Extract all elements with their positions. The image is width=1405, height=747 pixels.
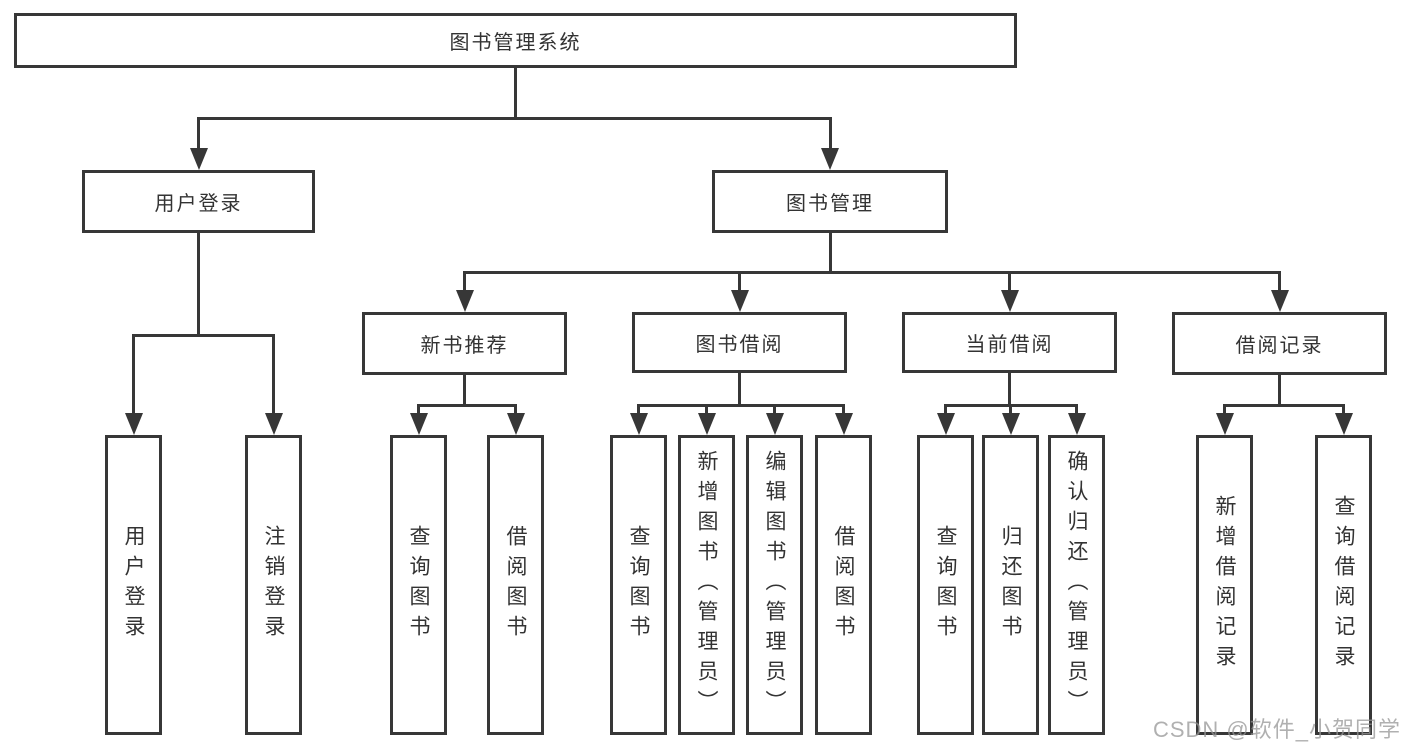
node-label: 借阅图书 bbox=[504, 525, 527, 645]
node-label: 新增图书（管理员） bbox=[695, 450, 718, 720]
leaf-current-confirm-return-admin: 确认归还（管理员） bbox=[1048, 435, 1105, 735]
node-label: 用户登录 bbox=[154, 193, 243, 215]
connector-line bbox=[272, 335, 275, 414]
node-label: 新增借阅记录 bbox=[1213, 495, 1236, 675]
connector-line bbox=[514, 68, 517, 120]
leaf-current-return-books: 归还图书 bbox=[982, 435, 1039, 735]
arrow-down-icon bbox=[409, 413, 428, 435]
node-root-system: 图书管理系统 bbox=[14, 13, 1017, 68]
connector-line bbox=[1278, 375, 1281, 407]
arrow-down-icon bbox=[455, 290, 474, 312]
node-label: 确认归还（管理员） bbox=[1065, 450, 1088, 720]
connector-line bbox=[1009, 405, 1012, 414]
node-label: 查询图书 bbox=[934, 525, 957, 645]
connector-line bbox=[1075, 405, 1078, 414]
leaf-borrow-borrow-books: 借阅图书 bbox=[815, 435, 872, 735]
arrow-down-icon bbox=[1334, 413, 1353, 435]
connector-line bbox=[944, 403, 1078, 407]
connector-line bbox=[1223, 405, 1226, 414]
arrow-down-icon bbox=[189, 148, 208, 170]
node-label: 新书推荐 bbox=[420, 335, 509, 357]
leaf-record-query-record: 查询借阅记录 bbox=[1315, 435, 1372, 735]
connector-line bbox=[197, 118, 200, 150]
connector-line bbox=[1342, 405, 1345, 414]
arrow-down-icon bbox=[730, 290, 749, 312]
connector-line bbox=[738, 373, 741, 407]
connector-line bbox=[1223, 403, 1345, 407]
arrow-down-icon bbox=[1067, 413, 1086, 435]
csdn-watermark: CSDN @软件_小贺同学 bbox=[1152, 717, 1401, 742]
connector-line bbox=[417, 405, 420, 414]
connector-line bbox=[463, 375, 466, 407]
arrow-down-icon bbox=[1215, 413, 1234, 435]
connector-line bbox=[417, 403, 517, 407]
arrow-down-icon bbox=[834, 413, 853, 435]
leaf-borrow-edit-books-admin: 编辑图书（管理员） bbox=[746, 435, 803, 735]
leaf-current-query-books: 查询图书 bbox=[917, 435, 974, 735]
arrow-down-icon bbox=[1000, 290, 1019, 312]
leaf-newbook-query-books: 查询图书 bbox=[390, 435, 447, 735]
arrow-down-icon bbox=[506, 413, 525, 435]
arrow-down-icon bbox=[264, 413, 283, 435]
connector-line bbox=[1278, 272, 1281, 291]
node-label: 注销登录 bbox=[262, 525, 285, 645]
connector-line bbox=[197, 233, 200, 337]
leaf-borrow-query-books: 查询图书 bbox=[610, 435, 667, 735]
node-label: 图书管理系统 bbox=[449, 32, 582, 54]
connector-line bbox=[705, 405, 708, 414]
node-current-borrow: 当前借阅 bbox=[902, 312, 1117, 373]
connector-line bbox=[132, 333, 275, 337]
leaf-borrow-add-books-admin: 新增图书（管理员） bbox=[678, 435, 735, 735]
leaf-record-add-record: 新增借阅记录 bbox=[1196, 435, 1253, 735]
node-label: 用户登录 bbox=[122, 525, 145, 645]
connector-line bbox=[828, 118, 832, 150]
connector-line bbox=[132, 335, 135, 414]
arrow-down-icon bbox=[697, 413, 716, 435]
connector-line bbox=[197, 116, 832, 120]
node-book-borrow: 图书借阅 bbox=[632, 312, 847, 373]
connector-line bbox=[842, 405, 845, 414]
node-label: 编辑图书（管理员） bbox=[763, 450, 786, 720]
connector-line bbox=[463, 270, 1281, 274]
arrow-down-icon bbox=[124, 413, 143, 435]
arrow-down-icon bbox=[1001, 413, 1020, 435]
connector-line bbox=[944, 405, 947, 414]
node-borrow-record: 借阅记录 bbox=[1172, 312, 1387, 375]
node-label: 归还图书 bbox=[999, 525, 1022, 645]
node-user-login-branch: 用户登录 bbox=[82, 170, 315, 233]
leaf-user-login: 用户登录 bbox=[105, 435, 162, 735]
node-label: 借阅图书 bbox=[832, 525, 855, 645]
connector-line bbox=[463, 272, 466, 291]
node-label: 借阅记录 bbox=[1235, 335, 1324, 357]
arrow-down-icon bbox=[821, 148, 839, 170]
connector-line bbox=[637, 405, 640, 414]
connector-line bbox=[514, 405, 517, 414]
connector-line bbox=[773, 405, 776, 414]
arrow-down-icon bbox=[629, 413, 648, 435]
leaf-newbook-borrow-books: 借阅图书 bbox=[487, 435, 544, 735]
arrow-down-icon bbox=[936, 413, 955, 435]
connector-line bbox=[1008, 373, 1011, 407]
node-label: 当前借阅 bbox=[965, 334, 1054, 356]
node-book-management-branch: 图书管理 bbox=[712, 170, 948, 233]
connector-line bbox=[828, 233, 832, 274]
connector-line bbox=[637, 403, 845, 407]
node-label: 图书管理 bbox=[786, 193, 874, 215]
leaf-logout: 注销登录 bbox=[245, 435, 302, 735]
node-label: 查询图书 bbox=[627, 525, 650, 645]
node-label: 查询借阅记录 bbox=[1332, 495, 1355, 675]
connector-line bbox=[1008, 272, 1011, 291]
arrow-down-icon bbox=[765, 413, 784, 435]
connector-line bbox=[738, 272, 741, 291]
node-label: 图书借阅 bbox=[695, 334, 784, 356]
arrow-down-icon bbox=[1270, 290, 1289, 312]
node-new-book-recommend: 新书推荐 bbox=[362, 312, 567, 375]
node-label: 查询图书 bbox=[407, 525, 430, 645]
